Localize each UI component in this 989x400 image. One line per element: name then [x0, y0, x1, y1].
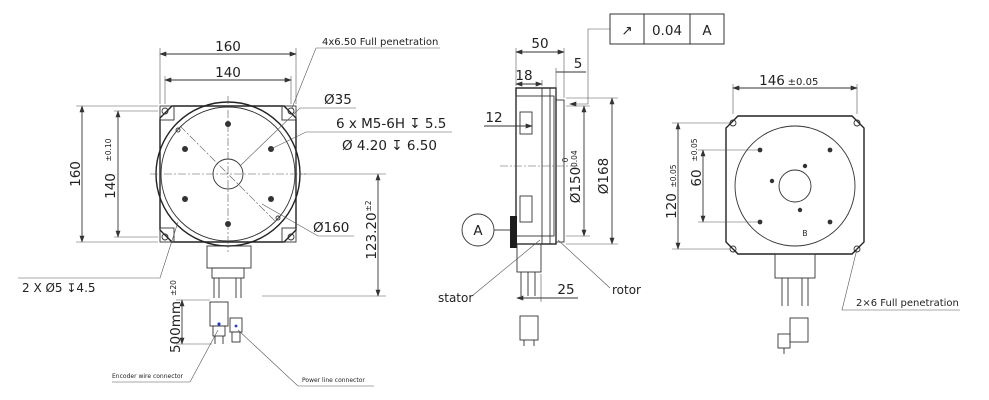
- front-cable-length: 500mm: [168, 301, 184, 353]
- rear-dim-146: 146: [759, 73, 785, 89]
- side-dim-18: 18: [515, 68, 532, 84]
- front-dim-width-outer: 160: [215, 39, 241, 55]
- rear-dim-60: 60: [689, 169, 705, 186]
- rear-dim-60-tol: ±0.05: [690, 138, 699, 161]
- rear-view: B 146 ±0.05 120 ±0.05 60 ±0.05 2×6 Full …: [664, 73, 960, 354]
- rear-note-holes: 2×6 Full penetration: [856, 298, 959, 309]
- side-dia-150: Ø150: [568, 167, 584, 203]
- label-encoder-connector: Encoder wire connector: [112, 373, 184, 380]
- front-thread-note-1: 6 x M5-6H ↧ 5.5: [336, 116, 446, 132]
- front-pin-note: 2 X Ø5 ↧4.5: [22, 281, 96, 295]
- front-dia-160: Ø160: [313, 220, 349, 236]
- side-view: ↗ 0.04 A A 50 18 5 12 Ø150 0 -0.04: [438, 13, 725, 346]
- rear-dim-146-tol: ±0.05: [788, 77, 819, 88]
- front-cable-length-tol: ±20: [169, 280, 178, 296]
- front-note-corner-holes: 4x6.50 Full penetration: [322, 37, 438, 48]
- threaded-holes: [175, 121, 281, 227]
- front-dim-height-outer: 160: [68, 161, 84, 187]
- side-dim-5: 5: [574, 56, 583, 72]
- label-stator: stator: [438, 291, 473, 305]
- rear-holes: [757, 147, 833, 225]
- front-dim-height-inner-tol: ±0.10: [104, 138, 113, 161]
- side-dim-25: 25: [557, 282, 574, 298]
- front-dim-center-tol: ±2: [364, 200, 373, 211]
- encoder-connector: [209, 301, 229, 344]
- runout-symbol: ↗: [621, 23, 632, 39]
- label-rotor: rotor: [612, 283, 641, 297]
- front-dim-height-inner: 140: [103, 173, 119, 199]
- side-dia-150-tol-upper: 0: [561, 157, 570, 162]
- rear-mark-b: B: [802, 229, 807, 238]
- rear-dim-120-tol: ±0.05: [669, 164, 678, 187]
- front-dim-width-inner: 140: [215, 65, 241, 81]
- side-dim-50: 50: [531, 36, 548, 52]
- side-dia-168: Ø168: [596, 158, 612, 194]
- front-thread-note-2: Ø 4.20 ↧ 6.50: [342, 138, 437, 154]
- front-view: 160 140 4x6.50 Full penetration 160 140 …: [18, 37, 452, 387]
- datum-a-marker: A: [473, 223, 483, 239]
- rear-dim-120: 120: [664, 193, 680, 219]
- label-power-connector: Power line connector: [302, 377, 365, 384]
- runout-datum: A: [702, 23, 712, 39]
- power-connector: [229, 317, 243, 343]
- front-dia-35: Ø35: [324, 92, 352, 108]
- front-dim-center: 123.20: [364, 212, 380, 259]
- side-dia-150-tol-lower: -0.04: [570, 150, 579, 170]
- side-dim-12: 12: [485, 110, 502, 126]
- runout-value: 0.04: [652, 23, 682, 39]
